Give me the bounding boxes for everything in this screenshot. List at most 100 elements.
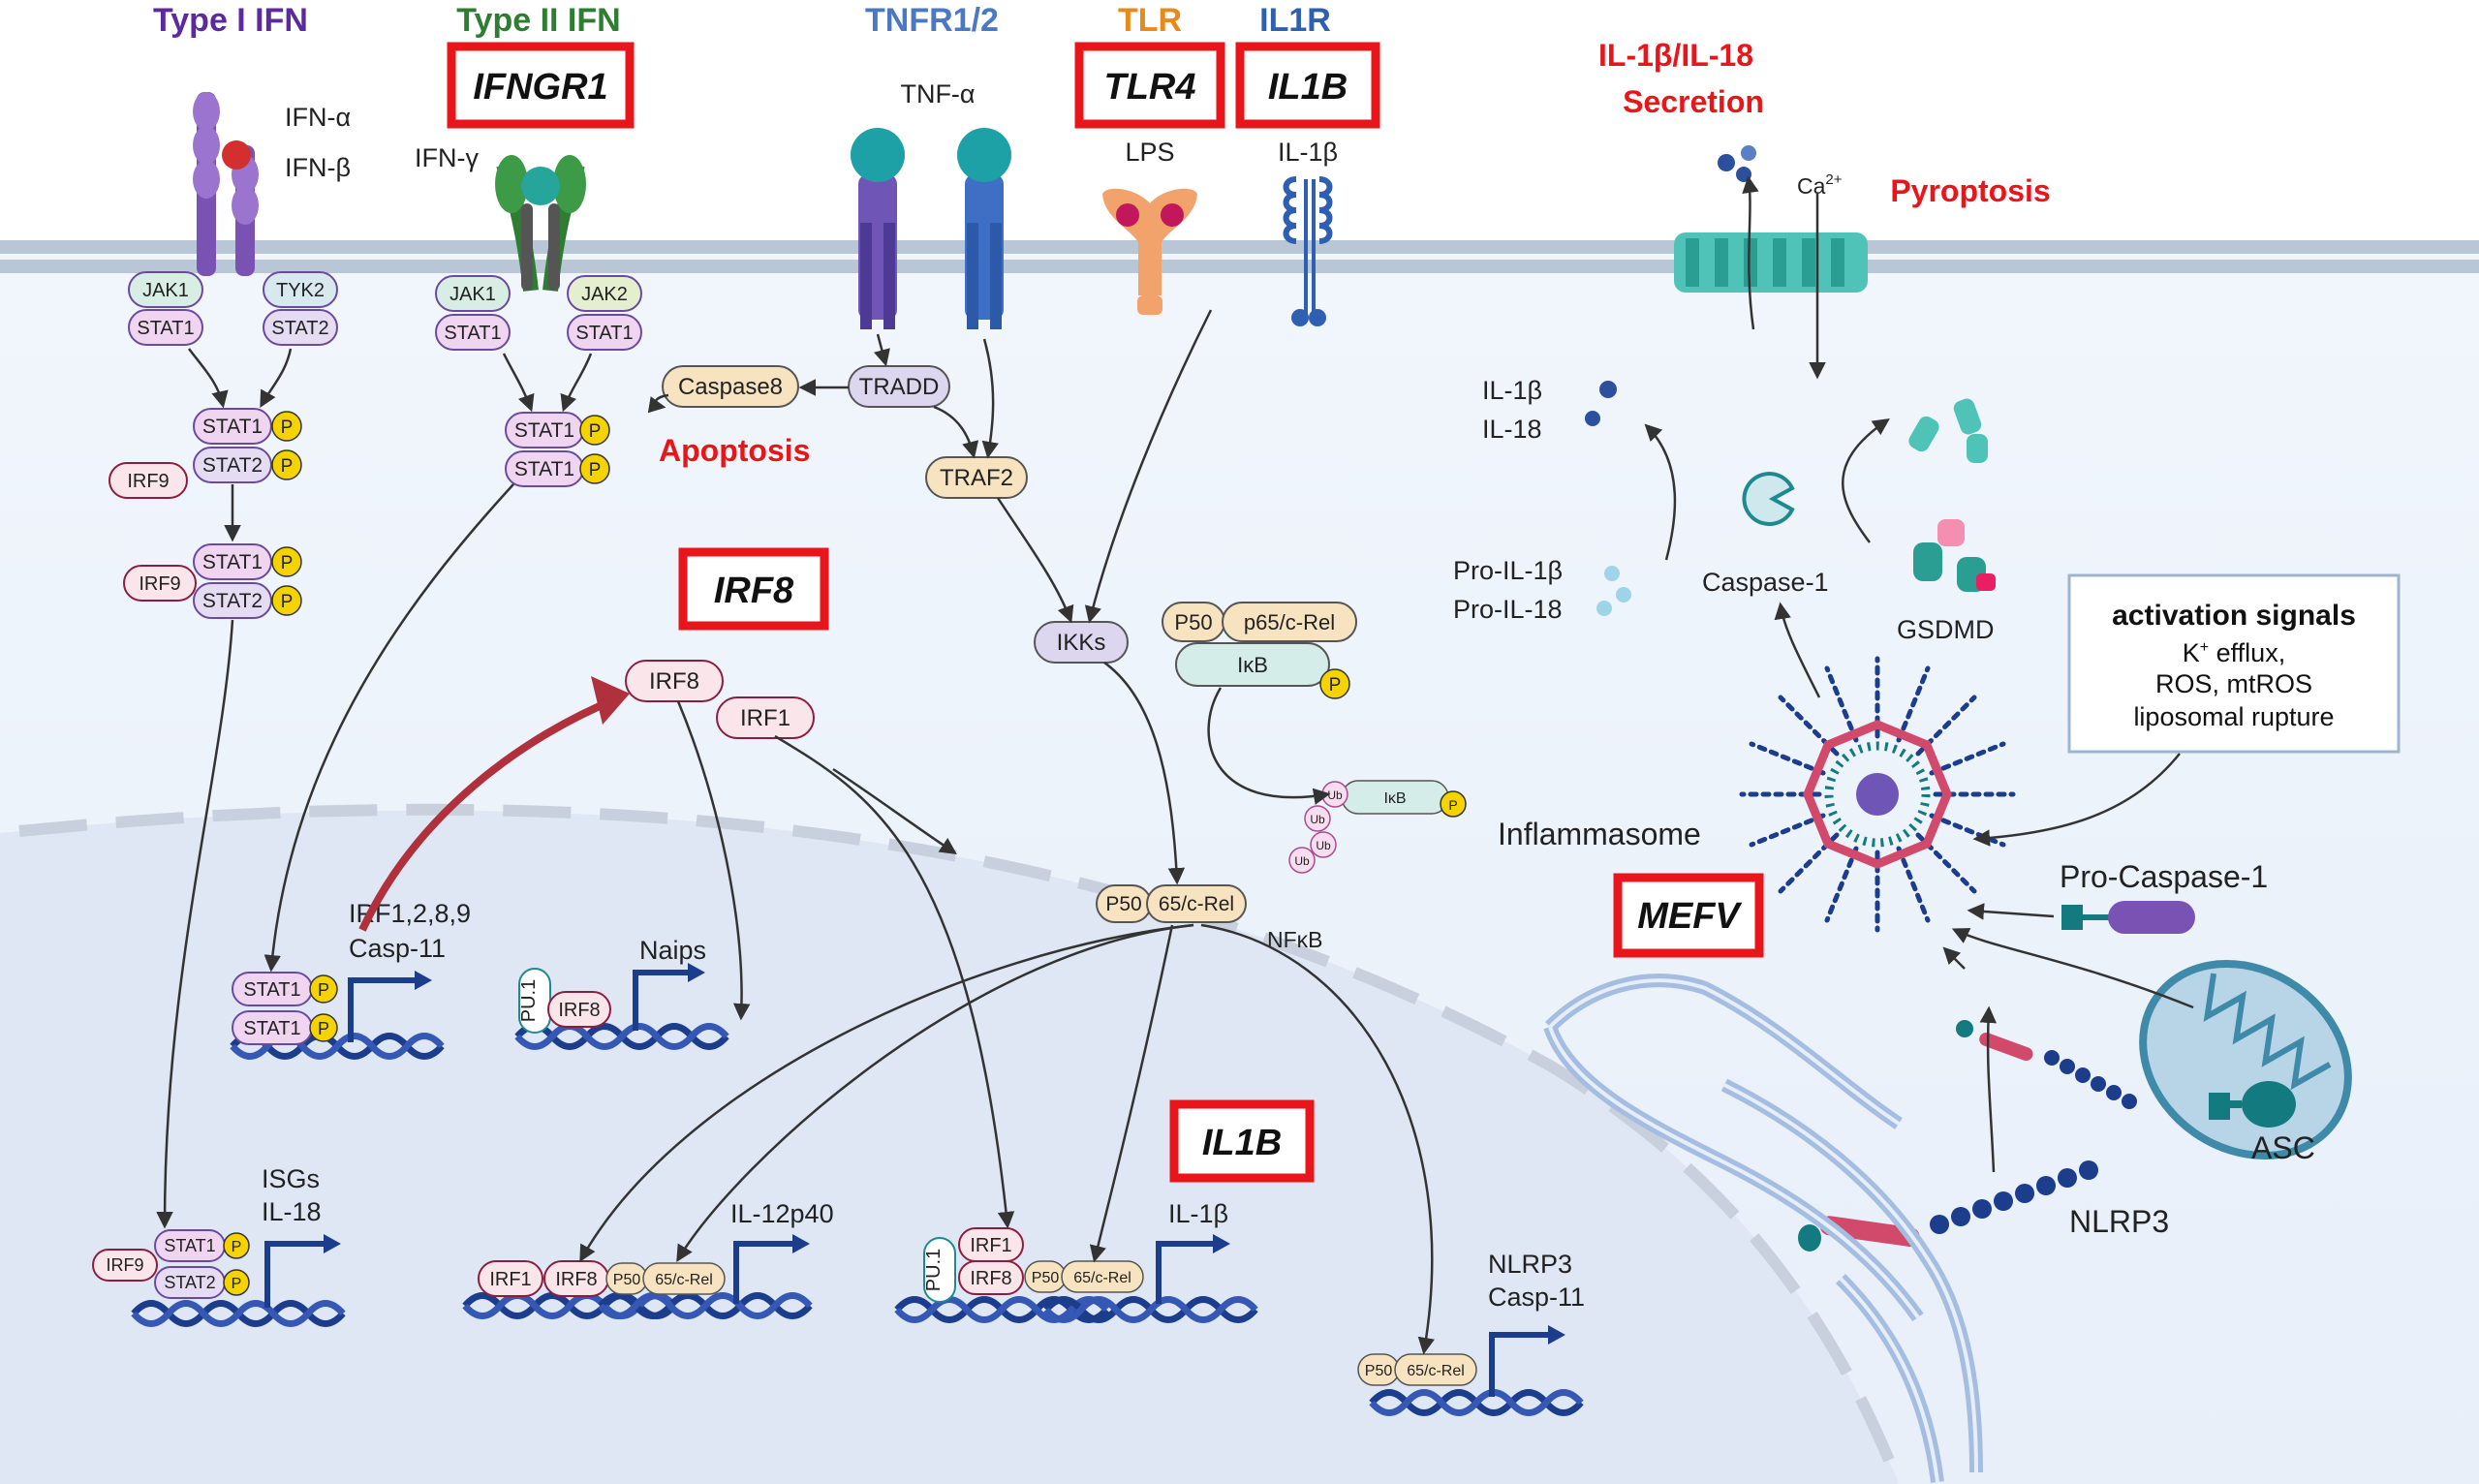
svg-text:65/c-Rel: 65/c-Rel — [655, 1272, 713, 1288]
nfkb-active-dimer: P50 65/c-Rel — [1096, 884, 1247, 923]
il1b-gene-box-top: IL1B — [1235, 42, 1380, 129]
svg-text:Ub: Ub — [1327, 788, 1343, 802]
svg-text:activation signals: activation signals — [2112, 600, 2356, 632]
nfkb-ikb-complex: P50 p65/c-Rel IκB P — [1162, 602, 1357, 699]
secretion-label-1: IL-1β/IL-18 — [1598, 38, 1753, 73]
caspase1-label: Caspase-1 — [1702, 568, 1829, 597]
svg-text:STAT1: STAT1 — [514, 458, 574, 480]
svg-text:STAT1: STAT1 — [137, 318, 194, 339]
svg-text:IRF8: IRF8 — [558, 1000, 600, 1021]
stat1-protein-t2b: STAT1 — [567, 314, 642, 351]
svg-text:IκB: IκB — [1383, 790, 1406, 807]
il1r-receptor — [1283, 176, 1333, 326]
svg-text:ROS, mtROS: ROS, mtROS — [2155, 669, 2312, 698]
target-il12p40: IL-12p40 — [730, 1199, 834, 1228]
svg-text:P: P — [589, 421, 602, 442]
gsdmd-pore — [1674, 232, 1868, 293]
type2-ifn-header: Type II IFN — [456, 2, 620, 39]
ifn-ligand — [222, 140, 251, 170]
stat1-stat2-dimer-1: STAT1 P STAT2 P — [193, 408, 302, 483]
il18-mature-label: IL-18 — [1482, 415, 1542, 444]
svg-text:P: P — [318, 980, 329, 1000]
il1beta-ligand-label: IL-1β — [1278, 138, 1338, 167]
svg-text:P50: P50 — [613, 1272, 641, 1288]
tlr-header: TLR — [1118, 2, 1182, 39]
type1-ifn-header: Type I IFN — [153, 2, 308, 39]
svg-text:IFNGR1: IFNGR1 — [473, 67, 607, 108]
pro-il18-label: Pro-IL-18 — [1453, 595, 1563, 624]
ifn-gamma-ligand — [521, 167, 560, 205]
irf8-gene-box: IRF8 — [678, 547, 829, 631]
dna-promoter-nlrp3: P50 65/c-Rel — [1357, 1325, 1581, 1413]
svg-text:IRF8: IRF8 — [555, 1269, 597, 1290]
pro-cytokine-dots — [1596, 566, 1631, 616]
target-nlrp3: NLRP3 — [1488, 1250, 1572, 1279]
inflammasome-label: Inflammasome — [1498, 817, 1701, 851]
dna-promoter-il1b: PU.1 IRF1 IRF8 P50 65/c-Rel — [897, 1227, 1255, 1320]
target-naips: Naips — [639, 936, 706, 965]
target-casp11-a: Casp-11 — [349, 934, 446, 963]
ifngr1-gene-box: IFNGR1 — [447, 42, 635, 129]
irf1-protein: IRF1 — [716, 696, 815, 739]
svg-text:P: P — [318, 1019, 329, 1038]
jak1-protein-t1: JAK1 — [128, 271, 203, 308]
svg-text:P: P — [1329, 675, 1342, 696]
svg-text:STAT2: STAT2 — [271, 318, 328, 339]
svg-text:TRADD: TRADD — [859, 374, 940, 400]
mitochondrion — [2139, 959, 2352, 1160]
svg-text:P: P — [281, 456, 294, 477]
tnfr1-receptor — [851, 128, 905, 329]
svg-text:PU.1: PU.1 — [518, 979, 540, 1022]
target-il18: IL-18 — [262, 1197, 322, 1226]
svg-text:TLR4: TLR4 — [1104, 67, 1196, 108]
nlrp3-molecule-membrane — [1798, 1160, 2098, 1252]
svg-text:P: P — [232, 1276, 242, 1292]
mature-cytokine-dots — [1585, 381, 1617, 426]
apoptosis-label: Apoptosis — [659, 433, 810, 468]
target-casp11-b: Casp-11 — [1488, 1283, 1585, 1312]
svg-text:IRF1: IRF1 — [740, 705, 790, 731]
endoplasmic-reticulum-inner — [1548, 978, 1978, 1483]
activation-signals-box: activation signals K+ efflux, ROS, mtROS… — [2067, 573, 2401, 754]
tradd-protein: TRADD — [848, 365, 950, 408]
caspase8-protein: Caspase8 — [662, 365, 799, 408]
svg-text:STAT2: STAT2 — [202, 590, 263, 612]
ubiquitinated-ikb: IκB P Ub Ub Ub Ub — [1288, 780, 1467, 874]
svg-text:IRF9: IRF9 — [127, 471, 169, 492]
pro-il1b-label: Pro-IL-1β — [1453, 556, 1563, 585]
stat2-protein-t1: STAT2 — [263, 309, 338, 346]
svg-text:P50: P50 — [1174, 610, 1212, 634]
traf2-protein: TRAF2 — [925, 456, 1028, 499]
svg-text:P50: P50 — [1365, 1363, 1393, 1379]
svg-text:P: P — [1448, 797, 1457, 813]
svg-text:IL1B: IL1B — [1268, 67, 1348, 108]
target-isgs: ISGs — [262, 1164, 320, 1193]
svg-text:STAT1: STAT1 — [202, 416, 263, 438]
svg-text:IRF8: IRF8 — [970, 1268, 1011, 1289]
svg-text:Ub: Ub — [1310, 813, 1325, 826]
pyroptosis-label: Pyroptosis — [1890, 173, 2050, 208]
gsdmd-label: GSDMD — [1897, 615, 1995, 644]
svg-text:STAT2: STAT2 — [164, 1273, 215, 1292]
ifngr-receptor — [495, 155, 586, 292]
secreted-cytokines — [1718, 145, 1756, 182]
svg-text:STAT2: STAT2 — [202, 454, 263, 477]
pro-caspase1-icon — [2061, 901, 2195, 934]
svg-text:IRF9: IRF9 — [139, 573, 180, 595]
svg-text:Ub: Ub — [1316, 839, 1331, 852]
ca2-label: Ca2+ — [1797, 171, 1843, 199]
tnf-alpha-label: TNF-α — [900, 79, 975, 108]
svg-text:65/c-Rel: 65/c-Rel — [1407, 1363, 1465, 1379]
ikks-protein: IKKs — [1034, 621, 1129, 664]
il1b-gene-box-nucleus: IL1B — [1169, 1099, 1315, 1183]
svg-text:liposomal rupture: liposomal rupture — [2133, 702, 2334, 731]
svg-text:Caspase8: Caspase8 — [678, 374, 783, 400]
irf9-protein-1: IRF9 — [108, 462, 188, 499]
svg-text:P: P — [281, 553, 294, 573]
isgf3-complex: IRF9 STAT1 P STAT2 P — [123, 543, 302, 619]
ifn-gamma-label: IFN-γ — [415, 143, 479, 172]
svg-text:P50: P50 — [1105, 893, 1141, 915]
tyk2-protein: TYK2 — [263, 271, 338, 308]
svg-text:PU.1: PU.1 — [923, 1249, 945, 1291]
